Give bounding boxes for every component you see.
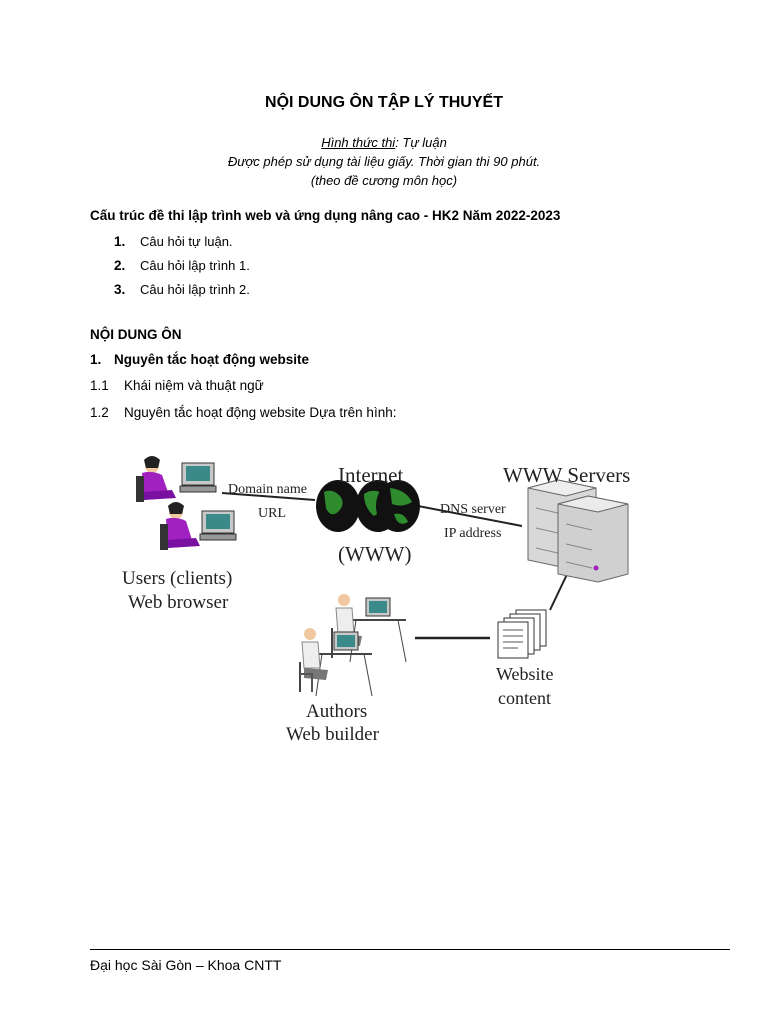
internet-globe-icon — [316, 480, 420, 532]
subsection-number: 1.1 — [90, 378, 109, 393]
web-builder-label: Web builder — [286, 724, 380, 745]
list-item-number: 3. — [114, 281, 126, 297]
user-computer-icon — [136, 456, 217, 502]
internet-label: Internet — [338, 463, 403, 487]
www-label: (WWW) — [338, 542, 411, 566]
list-item: 3. Câu hỏi lập trình 2. — [114, 277, 250, 301]
internet-server-line — [417, 505, 523, 527]
subsection-text: Nguyên tắc hoạt động website Dựa trên hì… — [124, 405, 397, 420]
document-stack-icon — [497, 609, 547, 659]
exam-form-line: Hình thức thi: Tự luận — [0, 133, 768, 152]
client-internet-line — [221, 492, 316, 501]
author-workstation-icon — [299, 628, 373, 697]
authors-label: Authors — [306, 701, 367, 722]
content-heading: NỘI DUNG ÔN — [90, 327, 182, 342]
subsection-1-1: 1.1 Khái niệm và thuật ngữ — [90, 378, 264, 393]
users-label: Users (clients) — [122, 568, 232, 589]
section-number: 1. — [90, 352, 102, 367]
user-computer-icon — [160, 502, 237, 550]
website-architecture-diagram: Domain name URL Internet (WWW) WWW Serve… — [122, 456, 630, 745]
servers-label: WWW Servers — [503, 463, 630, 487]
content-label: content — [498, 688, 551, 708]
web-browser-label: Web browser — [128, 592, 229, 613]
ip-address-label: IP address — [444, 526, 501, 541]
list-item-text: Câu hỏi lập trình 2. — [140, 281, 250, 297]
url-label: URL — [258, 506, 286, 521]
exam-form-label: Hình thức thi — [321, 135, 396, 150]
exam-form-value: : Tự luận — [395, 135, 447, 150]
page-title: NỘI DUNG ÔN TẬP LÝ THUYẾT — [265, 94, 503, 111]
exam-note-line-2: (theo đề cương môn học) — [310, 173, 458, 188]
footer-text: Đại học Sài Gòn – Khoa CNTT — [90, 957, 282, 973]
website-label: Website — [496, 664, 554, 684]
list-item-number: 2. — [114, 257, 126, 273]
exam-note-line: Được phép sử dụng tài liệu giấy. Thời gi… — [227, 154, 541, 169]
structure-heading: Cấu trúc đề thi lập trình web và ứng dụn… — [90, 208, 561, 223]
list-item: 2. Câu hỏi lập trình 1. — [114, 253, 250, 277]
subsection-number: 1.2 — [90, 405, 109, 420]
list-item-text: Câu hỏi lập trình 1. — [140, 257, 250, 273]
subsection-text: Khái niệm và thuật ngữ — [124, 378, 264, 393]
structure-list: 1. Câu hỏi tự luận. 2. Câu hỏi lập trình 1… — [114, 229, 250, 301]
author-workstation-icon — [331, 594, 407, 663]
list-item: 1. Câu hỏi tự luận. — [114, 229, 250, 253]
list-item-number: 1. — [114, 233, 126, 249]
subsection-1-2: 1.2 Nguyên tắc hoạt động website Dựa trên… — [90, 405, 396, 420]
server-rack-icon — [557, 495, 629, 583]
section-1-heading: 1. Nguyên tắc hoạt động website — [90, 352, 309, 367]
dns-server-label: DNS server — [440, 502, 506, 517]
section-title: Nguyên tắc hoạt động website — [114, 352, 310, 367]
exam-info: Hình thức thi: Tự luận Được phép sử dụng… — [0, 133, 768, 190]
footer-divider — [90, 949, 730, 950]
list-item-text: Câu hỏi tự luận. — [140, 233, 233, 249]
domain-name-label: Domain name — [228, 482, 307, 497]
